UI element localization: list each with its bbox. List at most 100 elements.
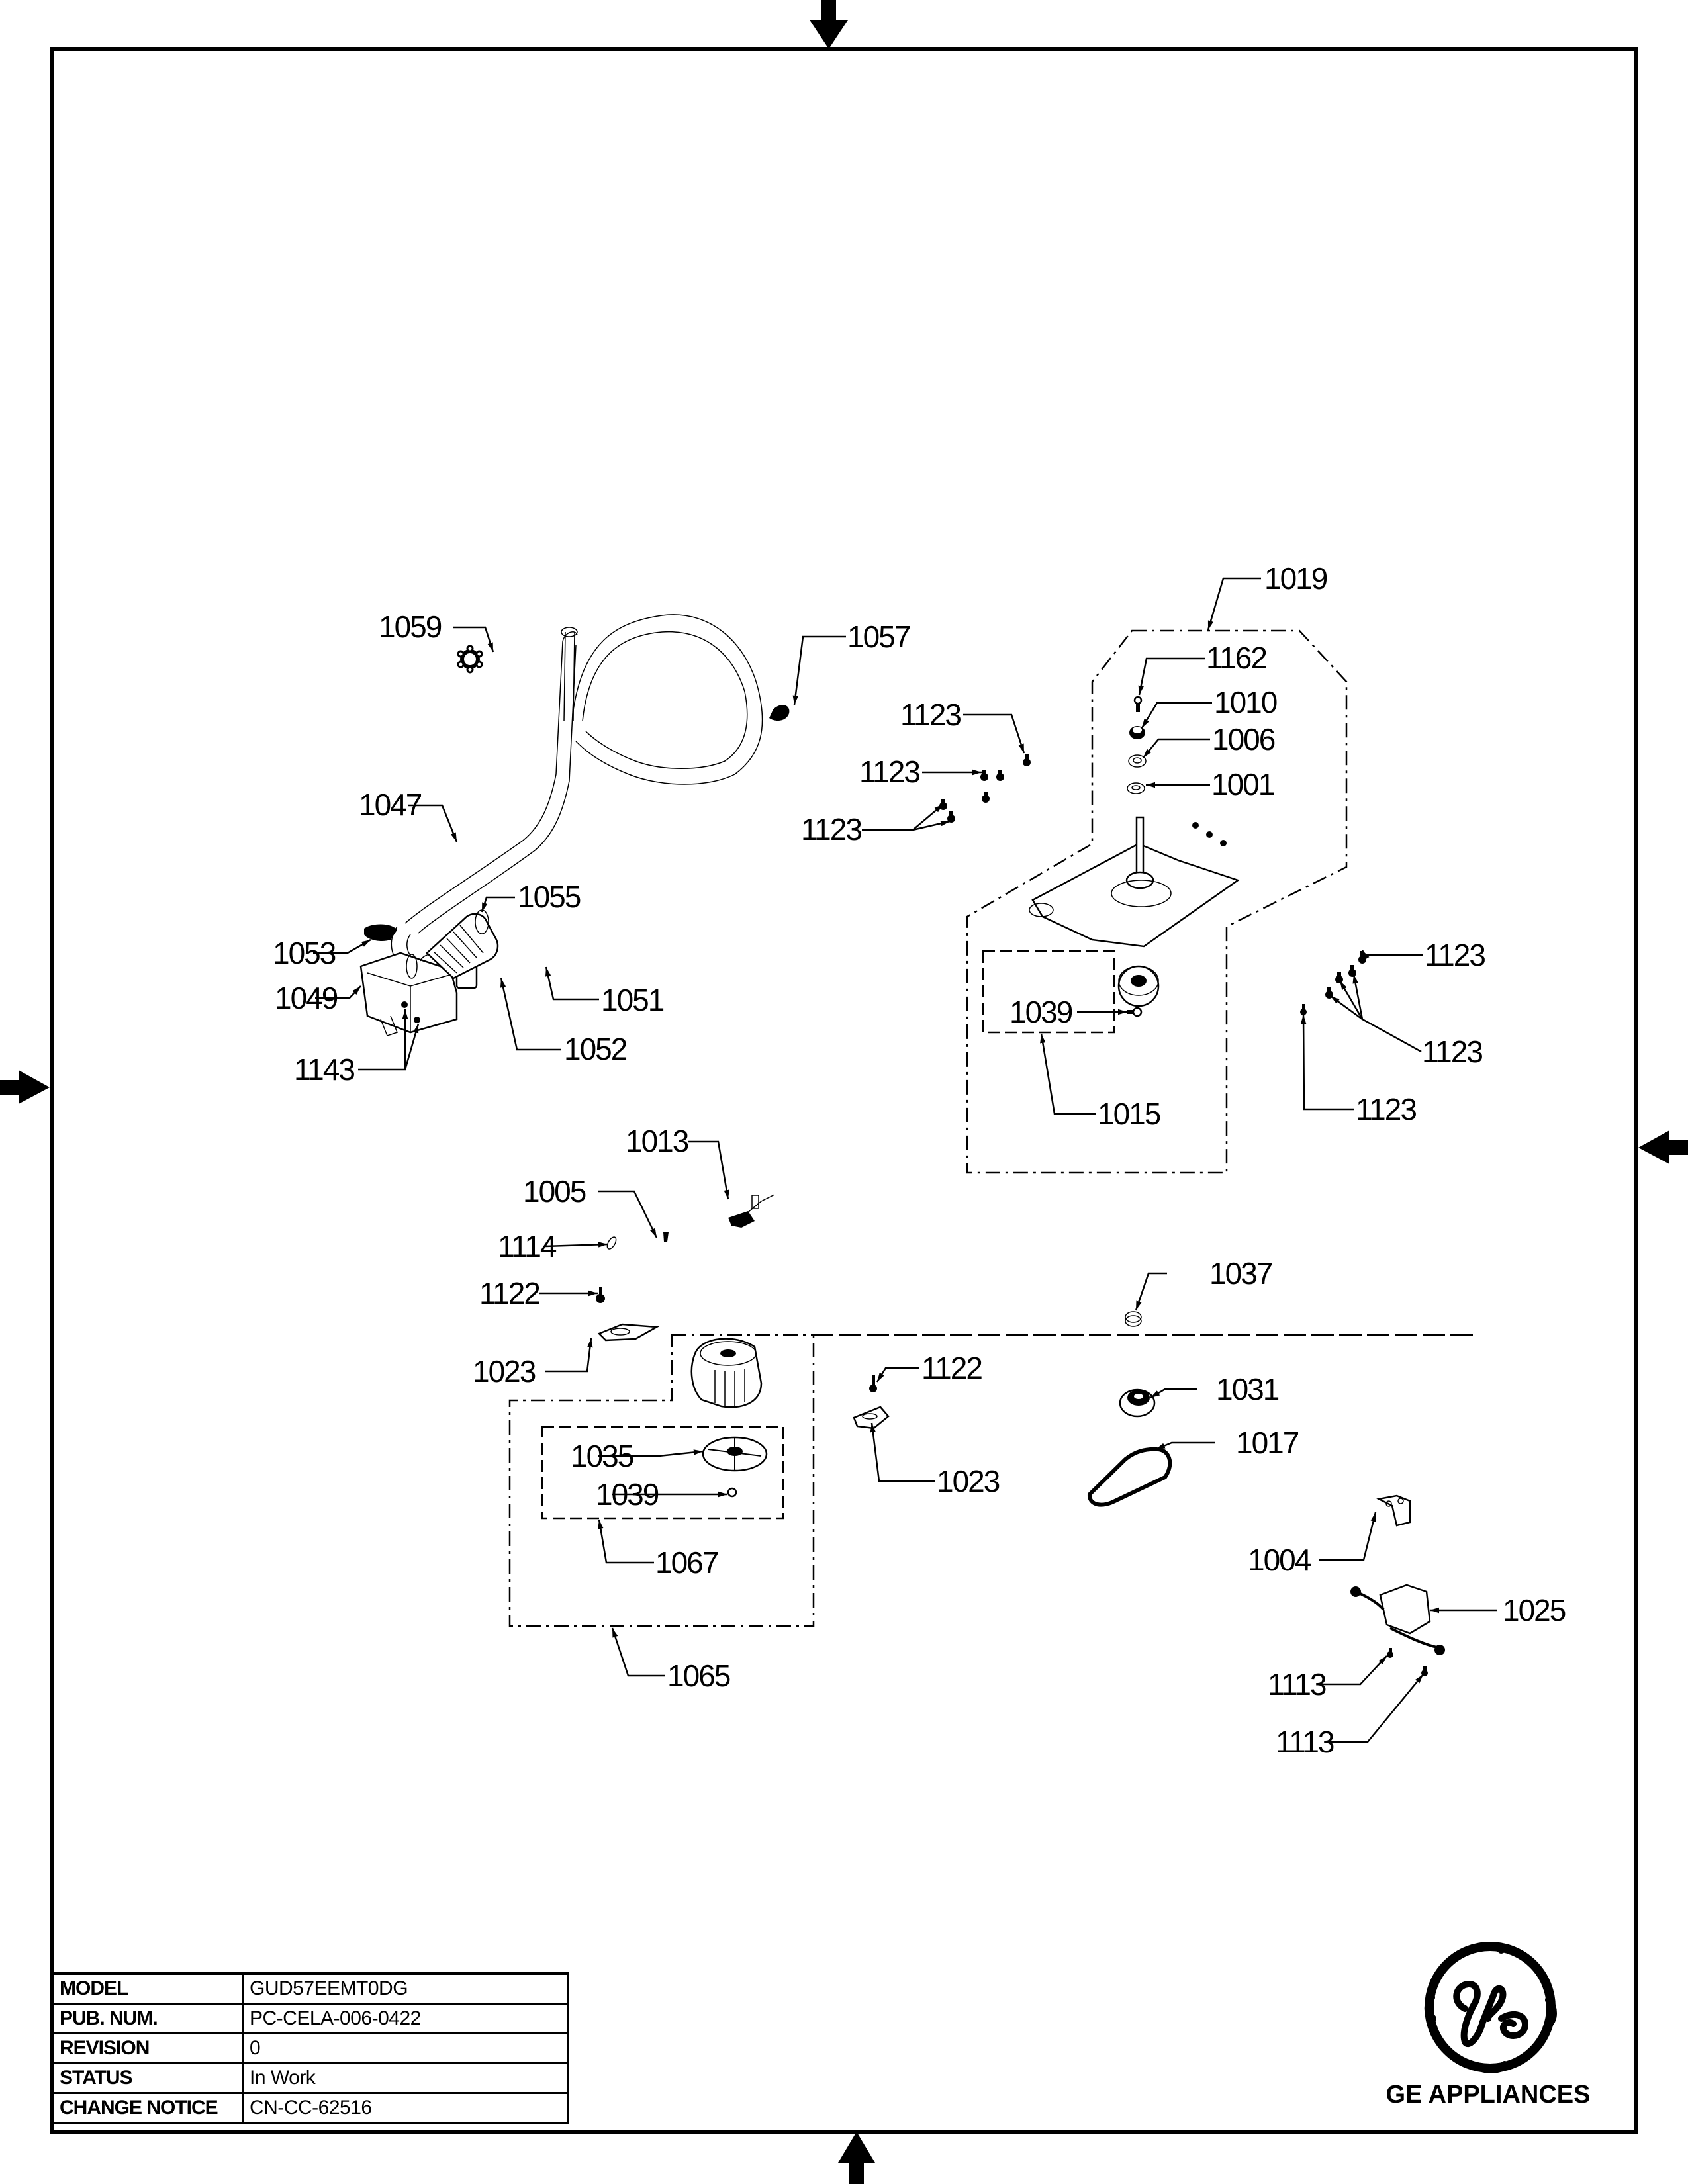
screw-1122-part [596, 1287, 605, 1303]
title-row-pub-num: PUB. NUM. PC-CELA-006-0422 [52, 2003, 569, 2034]
pulley-1015-part [1117, 965, 1160, 1007]
title-row-status: STATUS In Work [52, 2062, 569, 2094]
nut-1010-part [1129, 726, 1145, 739]
top-center-arrow-icon [810, 0, 848, 49]
callout-1162: 1162 [1206, 641, 1266, 675]
switch-1025-part [1350, 1584, 1445, 1655]
callout-1013: 1013 [626, 1124, 688, 1158]
callout-1122-b: 1122 [921, 1351, 982, 1385]
title-row-model: MODEL GUD57EEMT0DG [52, 1972, 569, 2005]
pulley-1031-part [1119, 1388, 1156, 1418]
callout-1005: 1005 [523, 1174, 586, 1208]
hose-clamp-ring-part [406, 954, 418, 979]
bracket-1004-part [1376, 1494, 1411, 1527]
title-block: MODEL GUD57EEMT0DG PUB. NUM. PC-CELA-006… [52, 1972, 569, 2124]
pub-num-value: PC-CELA-006-0422 [242, 2003, 569, 2034]
mount-1023b-part [853, 1406, 890, 1430]
callout-1123-a: 1123 [900, 698, 961, 732]
callout-1006: 1006 [1212, 722, 1275, 756]
drain-hose-part [391, 614, 763, 967]
ge-logo-icon [1424, 1942, 1557, 2073]
pub-num-label: PUB. NUM. [52, 2003, 244, 2034]
screw-1122b-part [869, 1375, 877, 1392]
callout-1015: 1015 [1098, 1097, 1160, 1131]
callout-1023-a: 1023 [473, 1354, 536, 1388]
motor-part [690, 1338, 763, 1408]
status-label: STATUS [52, 2062, 244, 2094]
bottom-center-arrow-icon [838, 2132, 875, 2184]
title-row-revision: REVISION 0 [52, 2032, 569, 2064]
revision-value: 0 [242, 2032, 569, 2064]
oring-1114-part [606, 1236, 617, 1250]
callout-1123-b: 1123 [859, 754, 919, 789]
callout-1143: 1143 [294, 1052, 354, 1087]
callout-labels: 1019 1162 1010 1006 1001 1059 1057 1123 … [273, 561, 1567, 1759]
left-center-arrow-icon [0, 1070, 50, 1104]
callout-1051: 1051 [601, 983, 664, 1017]
hose-clip-part [769, 705, 790, 721]
screw-part [401, 1001, 420, 1023]
callout-1037: 1037 [1209, 1256, 1272, 1291]
callout-1123-f: 1123 [1356, 1092, 1416, 1126]
callout-1053: 1053 [273, 936, 336, 970]
callout-1047: 1047 [359, 788, 422, 822]
callout-1049: 1049 [275, 981, 338, 1015]
mount-1023-part [597, 1323, 660, 1342]
callout-1065: 1065 [667, 1659, 730, 1693]
callout-1023-b: 1023 [937, 1464, 1000, 1498]
brand-block: GE APPLIANCES [1369, 1939, 1607, 2111]
callout-1052: 1052 [564, 1032, 627, 1066]
callout-1001: 1001 [1211, 767, 1274, 801]
callout-1113-b: 1113 [1276, 1725, 1334, 1759]
callout-1057: 1057 [847, 619, 910, 654]
fan-1035-part [702, 1436, 768, 1472]
bolt-1039b-part [727, 1487, 737, 1498]
belt-1017-part [1088, 1447, 1172, 1507]
bearing-1037-part [1125, 1311, 1142, 1327]
hose-clip-star-part [457, 645, 483, 674]
callout-1067: 1067 [655, 1545, 718, 1580]
leader-lines [313, 577, 1497, 1743]
washer-1001-part [1127, 782, 1145, 794]
model-label: MODEL [52, 1972, 244, 2005]
change-notice-value: CN-CC-62516 [242, 2092, 569, 2124]
model-value: GUD57EEMT0DG [242, 1972, 569, 2005]
transmission-plate-part [1029, 816, 1240, 948]
callout-1010: 1010 [1214, 685, 1277, 719]
assembly-1065-boundary [508, 1334, 1476, 1627]
screws-1123-group-part [939, 754, 1031, 823]
screws-1123-right-group-part [1300, 951, 1366, 1015]
status-value: In Work [242, 2062, 569, 2094]
callout-1031: 1031 [1216, 1372, 1279, 1406]
callout-1123-e: 1123 [1422, 1034, 1482, 1069]
callout-1123-c: 1123 [801, 812, 861, 846]
callout-1059: 1059 [379, 610, 442, 644]
callout-1039-a: 1039 [1009, 995, 1072, 1029]
change-notice-label: CHANGE NOTICE [52, 2092, 244, 2124]
callout-1025: 1025 [1503, 1593, 1566, 1627]
subassembly-1067-boundary [541, 1426, 784, 1520]
revision-label: REVISION [52, 2032, 244, 2064]
callout-1123-d: 1123 [1425, 938, 1485, 972]
subassembly-1015-boundary [982, 950, 1115, 1034]
corrugated-hose-part [426, 913, 499, 979]
callout-1017: 1017 [1236, 1426, 1299, 1460]
drawing-border [50, 47, 1638, 2134]
callout-1122-a: 1122 [479, 1276, 539, 1310]
callout-1113-a: 1113 [1268, 1667, 1326, 1702]
brand-name: GE APPLIANCES [1385, 2081, 1591, 2109]
callout-1019: 1019 [1264, 561, 1327, 596]
washer-1006-part [1128, 754, 1147, 768]
nut-1162-part [1133, 696, 1143, 712]
bolt-1039-part [1127, 1007, 1143, 1017]
callout-1004: 1004 [1248, 1543, 1311, 1577]
clip-1005-part [663, 1232, 669, 1242]
right-center-arrow-icon [1638, 1130, 1688, 1164]
callout-1114: 1114 [498, 1229, 557, 1263]
sensor-1013-part [728, 1194, 775, 1228]
callout-1055: 1055 [518, 880, 581, 914]
title-row-change-notice: CHANGE NOTICE CN-CC-62516 [52, 2092, 569, 2124]
callout-1039-b: 1039 [596, 1477, 659, 1512]
screws-1113-part [1387, 1648, 1428, 1676]
